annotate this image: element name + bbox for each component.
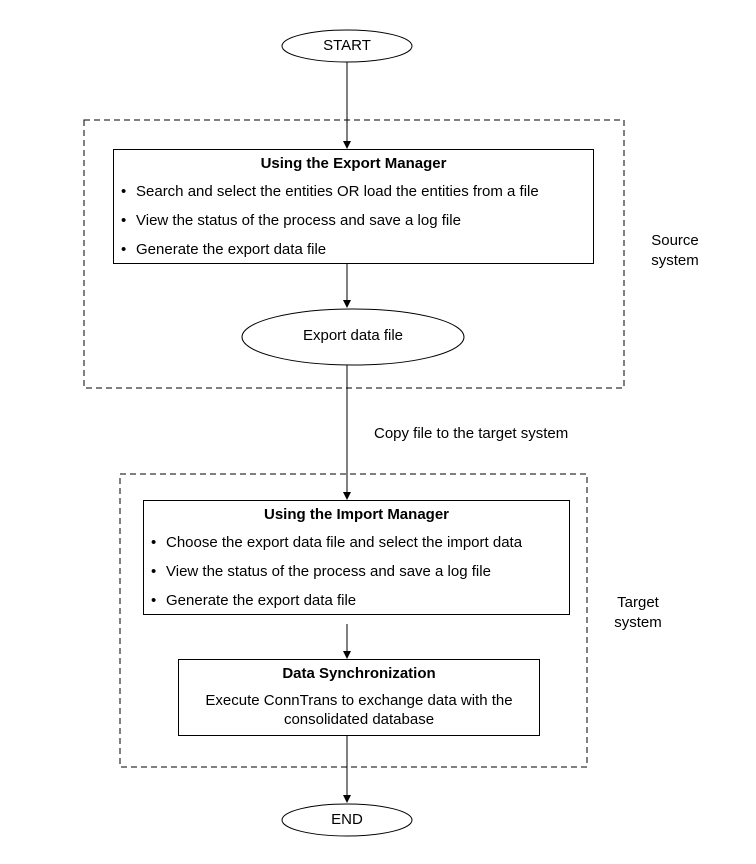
- data-sync-title: Data Synchronization: [282, 665, 436, 682]
- import-manager-item: Generate the export data file: [144, 592, 569, 610]
- export-manager-box: Using the Export Manager Search and sele…: [113, 149, 594, 264]
- target-system-label-line2: system: [614, 614, 662, 631]
- source-system-label: Source system: [640, 231, 710, 271]
- export-file-label: Export data file: [302, 327, 404, 344]
- import-manager-list: Choose the export data file and select t…: [144, 534, 569, 610]
- data-sync-text-line2: consolidated database: [283, 711, 435, 728]
- end-label: END: [331, 811, 363, 828]
- source-system-container: [83, 119, 625, 389]
- export-manager-list: Search and select the entities OR load t…: [114, 183, 593, 259]
- export-file-oval: [241, 308, 465, 366]
- copy-file-label: Copy file to the target system: [374, 425, 569, 442]
- import-manager-box: Using the Import Manager Choose the expo…: [143, 500, 570, 615]
- export-manager-item: Generate the export data file: [114, 241, 593, 259]
- import-manager-item: View the status of the process and save …: [144, 563, 569, 581]
- target-system-label: Target system: [603, 593, 673, 633]
- export-manager-title: Using the Export Manager: [260, 155, 447, 172]
- target-system-container: [119, 473, 588, 768]
- target-system-label-line1: Target: [617, 594, 659, 611]
- import-manager-title: Using the Import Manager: [263, 506, 450, 523]
- data-sync-text-line1: Execute ConnTrans to exchange data with …: [205, 692, 513, 709]
- data-sync-box: Data Synchronization Execute ConnTrans t…: [178, 659, 540, 736]
- source-system-label-line2: system: [651, 252, 699, 269]
- export-manager-item: View the status of the process and save …: [114, 212, 593, 230]
- export-manager-item: Search and select the entities OR load t…: [114, 183, 593, 201]
- source-system-label-line1: Source: [651, 232, 699, 249]
- import-manager-item: Choose the export data file and select t…: [144, 534, 569, 552]
- end-oval: [281, 803, 413, 837]
- start-label: START: [323, 37, 371, 54]
